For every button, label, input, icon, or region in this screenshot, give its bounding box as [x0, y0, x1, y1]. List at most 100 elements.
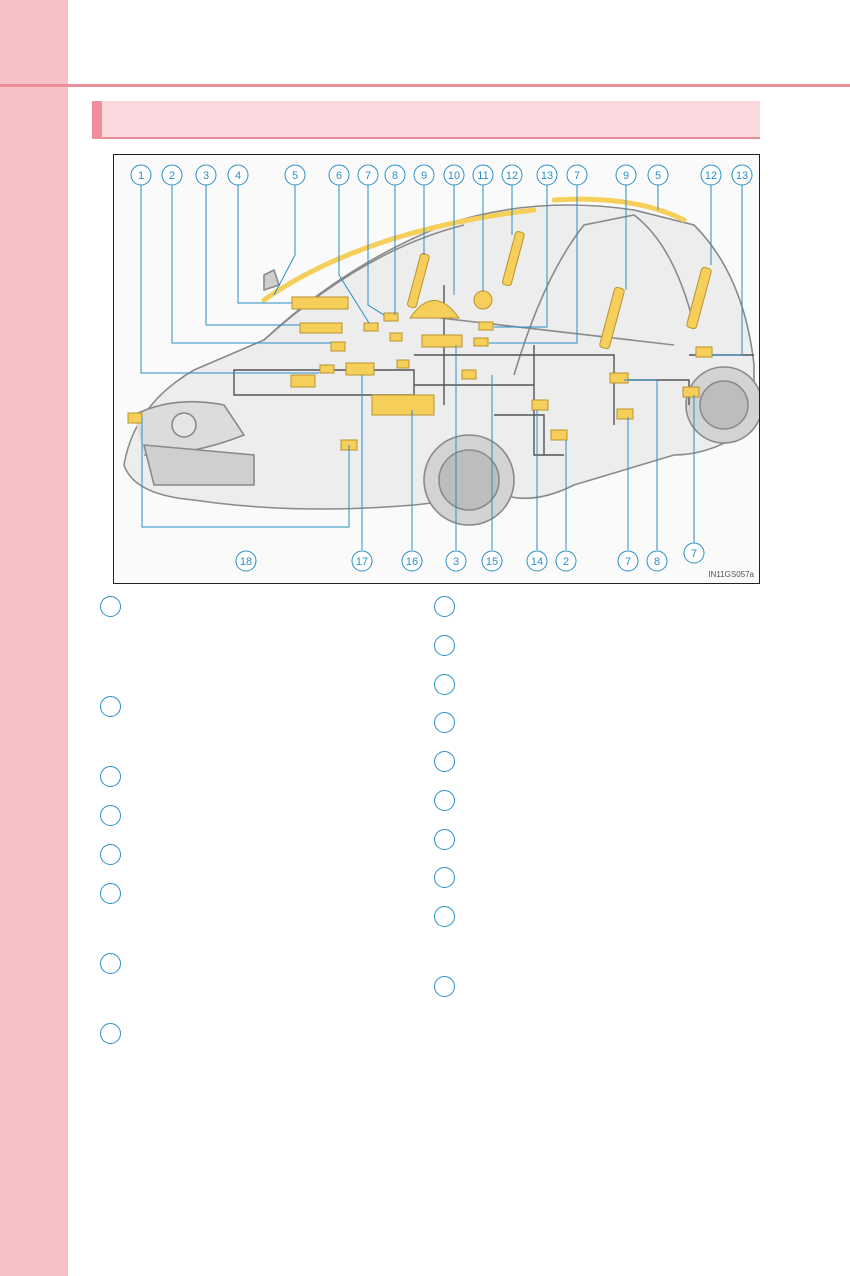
airbag-component-icon	[383, 312, 399, 322]
svg-text:5: 5	[655, 170, 661, 182]
callout-17: 17	[351, 550, 373, 572]
airbag-component-icon	[291, 296, 349, 310]
airbag-location-diagram: 1 2 3 4 5 6 7 8 9 10 11 12 13 7 9 5 12 1…	[113, 154, 760, 584]
airbag-component-icon	[345, 362, 375, 376]
airbag-component-icon	[407, 253, 430, 309]
numbered-circle-icon	[434, 751, 455, 772]
section-heading-accent	[92, 101, 102, 137]
svg-text:14: 14	[531, 556, 543, 568]
svg-text:2: 2	[169, 170, 175, 182]
callout-15: 15	[481, 550, 503, 572]
airbag-component-icon	[478, 321, 494, 331]
svg-text:3: 3	[453, 556, 459, 568]
svg-text:12: 12	[705, 170, 717, 182]
airbag-component-icon	[531, 399, 549, 411]
callout-13-b: 13	[731, 164, 753, 186]
svg-text:1: 1	[138, 170, 144, 182]
callout-4: 4	[227, 164, 249, 186]
callout-2: 2	[161, 164, 183, 186]
callout-5: 5	[284, 164, 306, 186]
svg-text:7: 7	[365, 170, 371, 182]
airbag-component-icon	[389, 332, 403, 342]
svg-text:7: 7	[574, 170, 580, 182]
airbag-component-icon	[599, 286, 625, 350]
numbered-circle-icon	[100, 1023, 121, 1044]
airbag-component-icon	[609, 372, 629, 384]
car-body-illustration	[123, 204, 759, 526]
numbered-circle-icon	[434, 976, 455, 997]
svg-text:12: 12	[506, 170, 518, 182]
numbered-circle-icon	[434, 596, 455, 617]
svg-text:10: 10	[448, 170, 460, 182]
airbag-component-icon	[363, 322, 379, 332]
numbered-circle-icon	[434, 906, 455, 927]
svg-text:9: 9	[623, 170, 629, 182]
airbag-component-icon	[290, 374, 316, 388]
airbag-component-icon	[396, 359, 410, 369]
callout-9-b: 9	[615, 164, 637, 186]
numbered-circle-icon	[100, 805, 121, 826]
callout-5-b: 5	[647, 164, 669, 186]
airbag-component-icon	[319, 364, 335, 374]
callout-11: 11	[472, 164, 494, 186]
svg-text:6: 6	[336, 170, 342, 182]
callout-6: 6	[328, 164, 350, 186]
page-sidebar-tab	[0, 0, 68, 1276]
svg-text:17: 17	[356, 556, 368, 568]
callout-16: 16	[401, 550, 423, 572]
svg-text:15: 15	[486, 556, 498, 568]
callout-2-b: 2	[555, 550, 577, 572]
svg-text:18: 18	[240, 556, 252, 568]
callout-14: 14	[526, 550, 548, 572]
callout-18: 18	[235, 550, 257, 572]
airbag-component-icon	[616, 408, 634, 420]
numbered-circle-icon	[434, 635, 455, 656]
callout-7-d: 7	[683, 542, 705, 564]
svg-text:13: 13	[541, 170, 553, 182]
numbered-circle-icon	[434, 674, 455, 695]
svg-text:8: 8	[654, 556, 660, 568]
airbag-component-icon	[502, 231, 525, 287]
airbag-components	[127, 231, 713, 451]
callout-10: 10	[443, 164, 465, 186]
callout-7: 7	[357, 164, 379, 186]
svg-text:9: 9	[421, 170, 427, 182]
callout-numbers-top: 1 2 3 4 5 6 7 8 9 10 11 12 13 7 9 5 12 1…	[130, 164, 753, 186]
callout-numbers-bottom: 18 17 16 3 15 14 2 7 8 7	[235, 542, 705, 572]
numbered-circle-icon	[100, 596, 121, 617]
svg-text:2: 2	[563, 556, 569, 568]
numbered-circle-icon	[100, 766, 121, 787]
airbag-component-icon	[127, 412, 143, 424]
svg-text:5: 5	[292, 170, 298, 182]
svg-text:7: 7	[691, 548, 697, 560]
callout-7-b: 7	[566, 164, 588, 186]
airbag-component-icon	[299, 322, 343, 334]
callout-1: 1	[130, 164, 152, 186]
svg-text:8: 8	[392, 170, 398, 182]
callout-3: 3	[195, 164, 217, 186]
numbered-circle-icon	[100, 844, 121, 865]
callout-12-b: 12	[700, 164, 722, 186]
airbag-component-icon	[461, 369, 477, 380]
airbag-component-icon	[330, 341, 346, 352]
callout-leader-lines	[140, 185, 743, 550]
airbag-component-icon	[473, 337, 489, 347]
airbag-component-icon	[473, 290, 493, 310]
callout-8-b: 8	[646, 550, 668, 572]
svg-text:4: 4	[235, 170, 241, 182]
car-diagram-icon: 1 2 3 4 5 6 7 8 9 10 11 12 13 7 9 5 12 1…	[123, 164, 759, 579]
numbered-circle-icon	[100, 883, 121, 904]
airbag-component-icon	[421, 334, 463, 348]
svg-text:11: 11	[477, 170, 488, 182]
airbag-component-icon	[371, 394, 435, 416]
section-heading-bar	[92, 101, 760, 139]
image-code: IN11GS057a	[708, 570, 754, 579]
airbag-component-icon	[695, 346, 713, 358]
callout-3-b: 3	[445, 550, 467, 572]
callout-8: 8	[384, 164, 406, 186]
numbered-circle-icon	[434, 790, 455, 811]
numbered-circle-icon	[434, 712, 455, 733]
airbag-component-icon	[409, 300, 460, 319]
header-rule	[0, 84, 850, 87]
numbered-circle-icon	[434, 829, 455, 850]
